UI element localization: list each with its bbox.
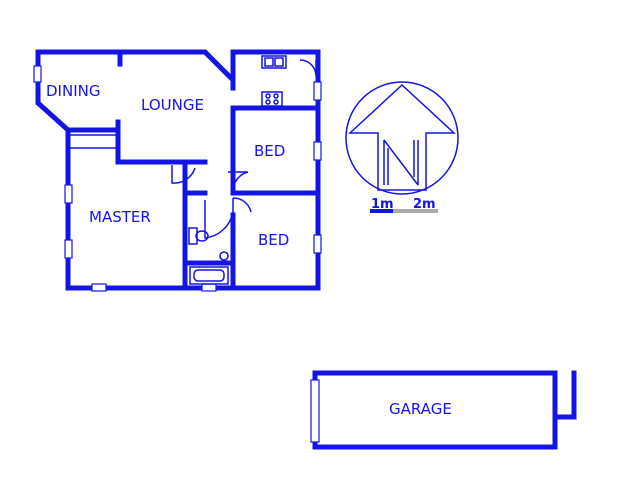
doors xyxy=(171,59,317,239)
windows xyxy=(33,65,322,292)
room-label-dining: DINING xyxy=(46,82,100,100)
room-label-master: MASTER xyxy=(89,208,151,226)
scale-bar: 1m 2m xyxy=(370,197,438,213)
fixtures xyxy=(188,55,287,285)
room-label-garage: GARAGE xyxy=(389,400,452,418)
room-label-bed-1: BED xyxy=(254,142,285,160)
room-labels: DINING LOUNGE BED MASTER BED GARAGE xyxy=(46,82,452,418)
room-label-bed-2: BED xyxy=(258,231,289,249)
toilet-icon xyxy=(188,227,209,245)
sink-icon xyxy=(261,55,287,69)
stove-icon xyxy=(261,91,283,107)
scale-label-1m: 1m xyxy=(371,197,394,212)
garage xyxy=(310,370,577,450)
bathtub-icon xyxy=(189,266,229,285)
room-label-lounge: LOUNGE xyxy=(141,96,204,114)
scale-label-2m: 2m xyxy=(413,197,436,212)
north-arrow-icon xyxy=(345,81,459,195)
basin-icon xyxy=(219,251,229,261)
